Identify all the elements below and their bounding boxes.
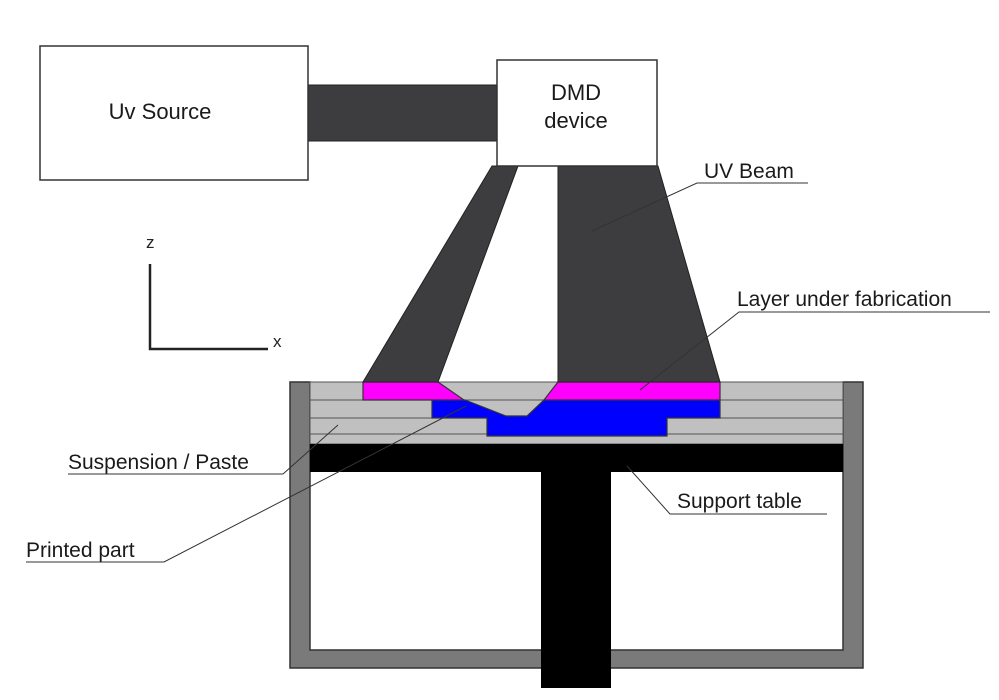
leader-uv-beam xyxy=(591,182,808,232)
beam-right xyxy=(557,165,721,383)
printed-part-label: Printed part xyxy=(26,539,135,562)
layer-under-fabrication-label: Layer under fabrication xyxy=(737,288,952,311)
dmd-rect xyxy=(496,59,658,167)
uv-beams xyxy=(307,84,721,383)
leader-lines xyxy=(26,182,990,563)
x-axis-label: x xyxy=(273,332,282,351)
magenta-right xyxy=(542,381,721,401)
axis-indicator: z x xyxy=(146,233,282,351)
support-table-top xyxy=(310,444,843,472)
dmd-device-box: DMD device xyxy=(496,59,658,167)
axis-lines xyxy=(148,264,268,351)
leader-printed-part xyxy=(26,405,467,563)
suspension-paste-label: Suspension / Paste xyxy=(68,451,249,474)
support-table xyxy=(310,444,843,688)
support-table-label: Support table xyxy=(677,490,802,513)
support-table-shaft xyxy=(541,472,611,688)
leader-support-table xyxy=(626,465,827,515)
dmd-label-line1: DMD xyxy=(551,80,601,105)
uv-source-box: Uv Source xyxy=(39,45,309,181)
uv-beam-label: UV Beam xyxy=(704,160,794,183)
uv-source-rect xyxy=(39,45,309,181)
beam-left xyxy=(362,165,519,383)
leader-suspension xyxy=(68,424,339,475)
printed-part xyxy=(431,399,721,437)
leader-layer xyxy=(639,311,990,391)
dmd-label-line2: device xyxy=(544,108,608,133)
z-axis-label: z xyxy=(146,233,155,252)
uv-source-label: Uv Source xyxy=(109,99,212,124)
beam-horizontal xyxy=(307,84,499,142)
